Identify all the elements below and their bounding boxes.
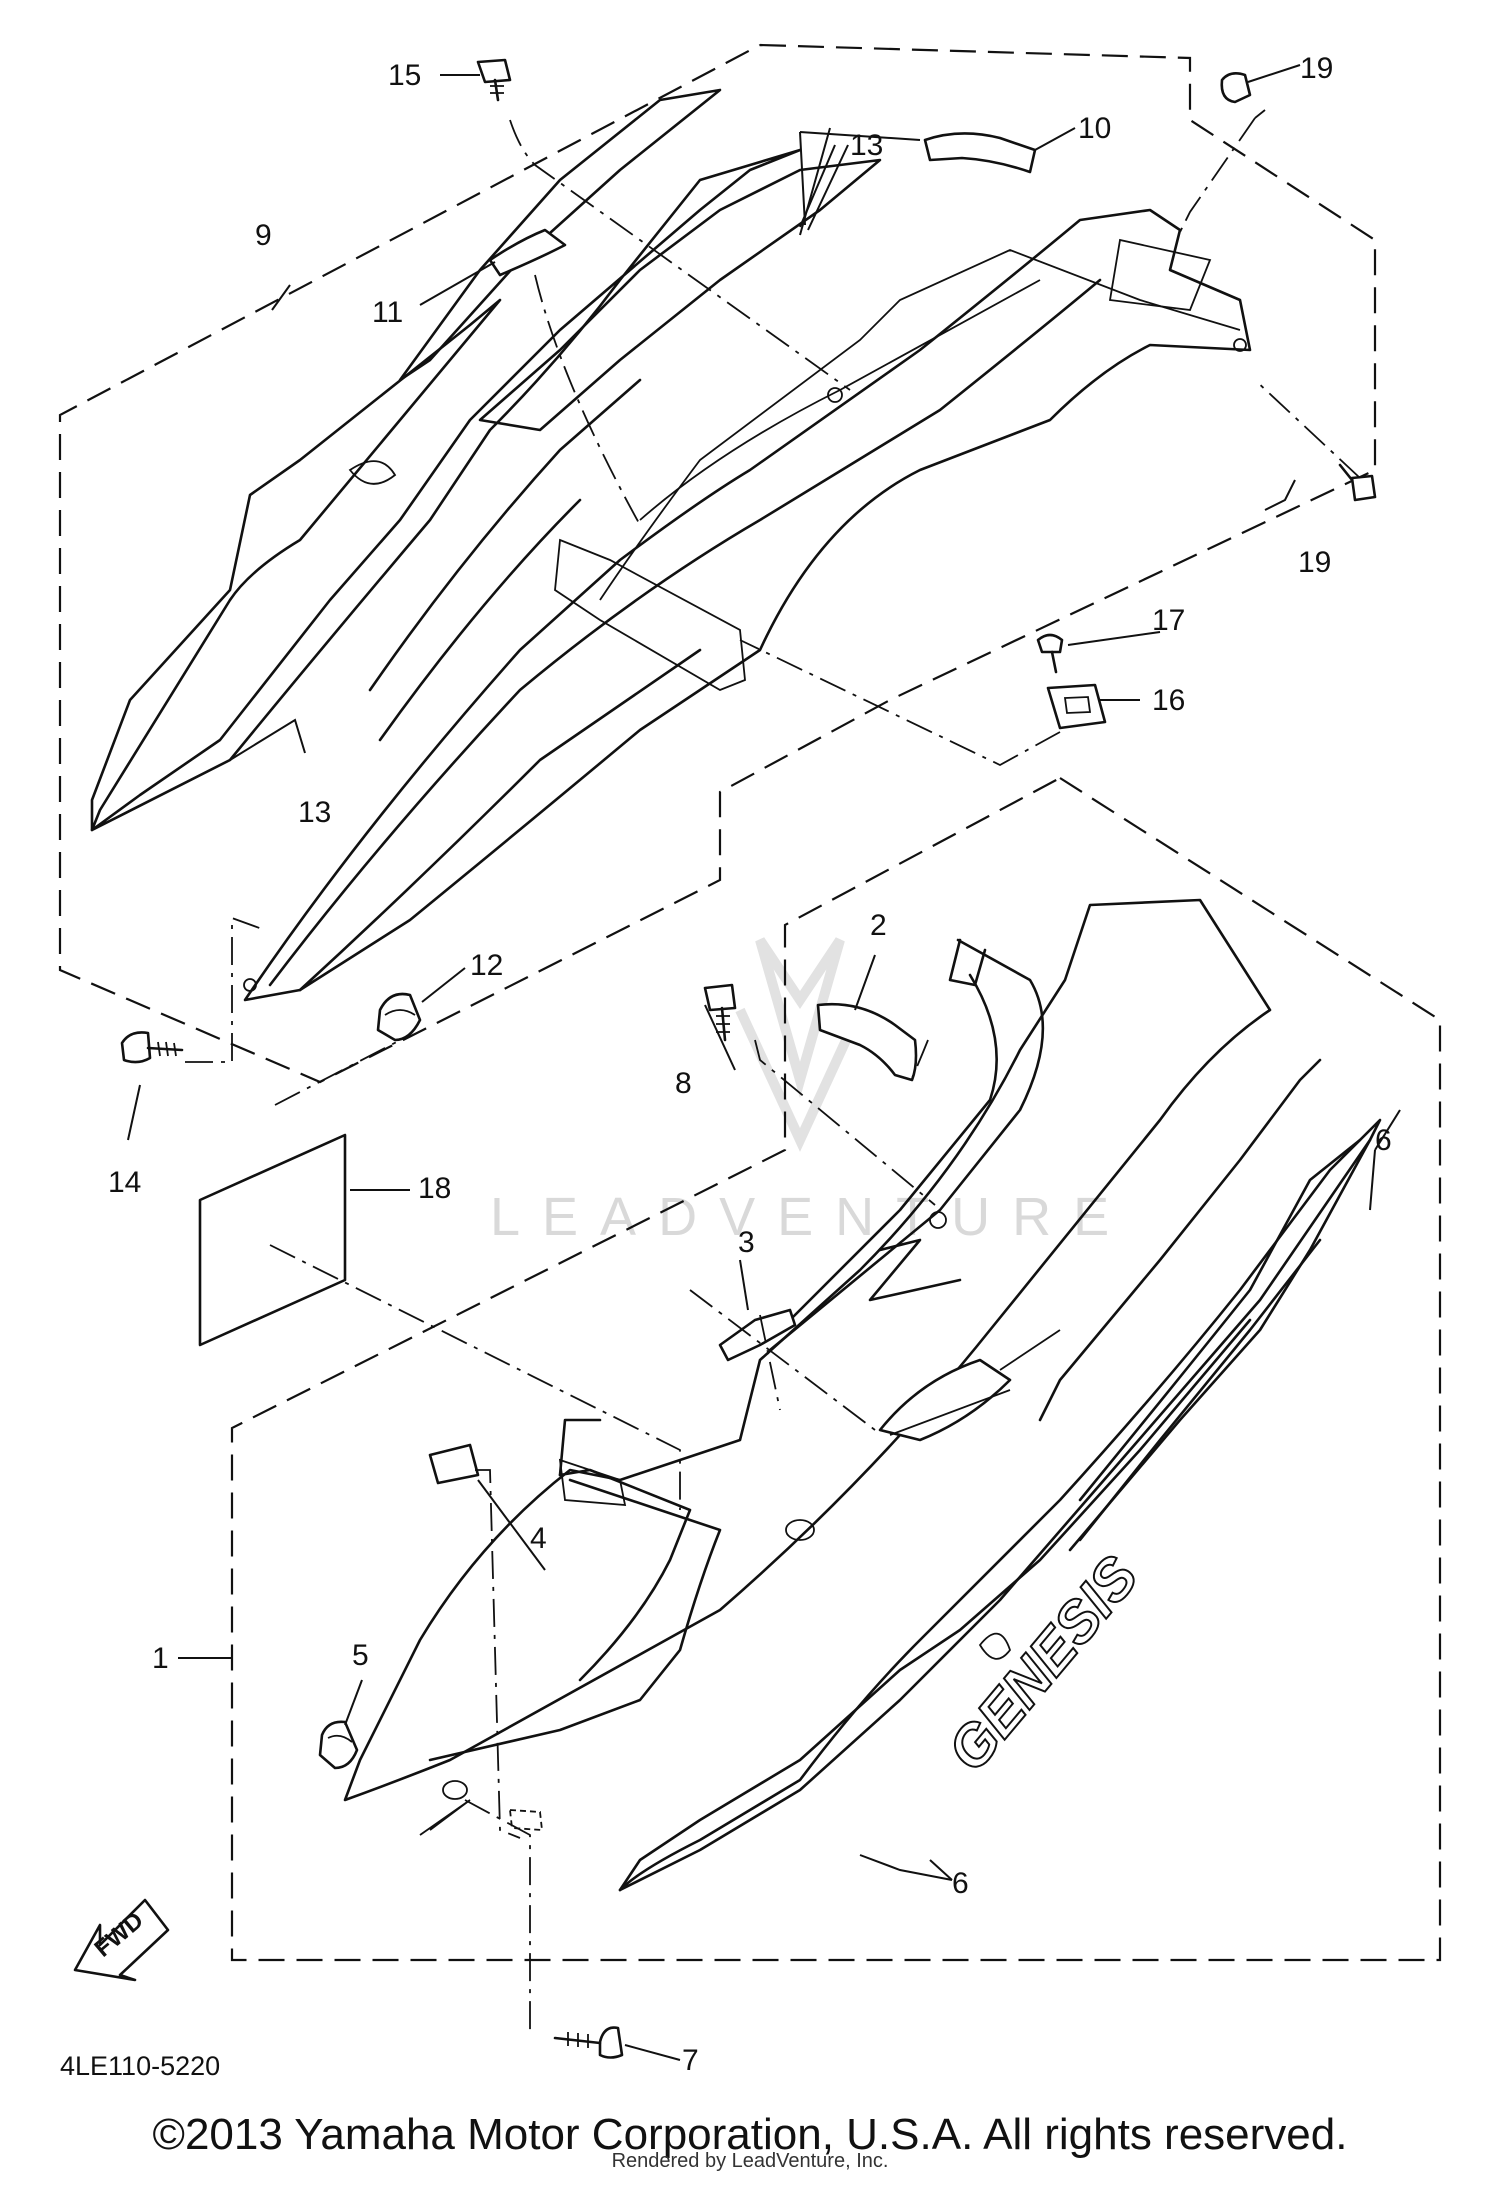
callout-11: 11 <box>372 296 403 329</box>
callout-13-bottom: 13 <box>298 796 331 829</box>
genesis-decal-text: GENESIS <box>935 1544 1151 1784</box>
rendered-by-notice: Rendered by LeadVenture, Inc. <box>611 2150 889 2172</box>
part-5-grommet <box>318 1720 359 1770</box>
callout-19-top: 19 <box>1300 52 1333 85</box>
part-19-screw-top <box>1220 72 1252 104</box>
part-11-pad <box>488 228 567 277</box>
leader-lines <box>127 64 1401 2061</box>
callout-18: 18 <box>418 1172 451 1205</box>
callout-14: 14 <box>108 1166 141 1199</box>
decal-13-upper <box>90 88 882 832</box>
watermark: LEADVENTURE <box>490 937 1131 1247</box>
callout-2: 2 <box>870 909 887 942</box>
callout-3: 3 <box>738 1226 755 1259</box>
drawing-code: 4LE110-5220 <box>60 2051 220 2081</box>
part-3-pad <box>718 1308 797 1362</box>
part-17-screw <box>1036 633 1064 674</box>
fwd-arrow: FWD <box>73 1898 170 1982</box>
callout-6-top: 6 <box>1375 1124 1392 1157</box>
callout-1: 1 <box>152 1642 169 1675</box>
callout-4: 4 <box>530 1522 547 1555</box>
group-boundary-lower <box>230 777 1442 1962</box>
side-cover-lower <box>343 898 1272 1836</box>
callout-6-bottom: 6 <box>952 1867 969 1900</box>
part-16-clip <box>1046 683 1107 730</box>
part-12-grommet <box>376 992 422 1042</box>
callout-17: 17 <box>1152 604 1185 637</box>
callout-13-top: 13 <box>850 129 883 162</box>
callout-10: 10 <box>1078 112 1111 145</box>
callout-5: 5 <box>352 1639 369 1672</box>
callout-15: 15 <box>388 59 421 92</box>
callout-9: 9 <box>255 219 272 252</box>
copyright-notice: ©2013 Yamaha Motor Corporation, U.S.A. A… <box>152 2110 1348 2159</box>
callout-labels: 15 19 10 13 9 11 19 17 16 13 12 2 8 6 14… <box>108 52 1392 2077</box>
part-8-bolt <box>703 983 737 1042</box>
callout-16: 16 <box>1152 684 1185 717</box>
callout-8: 8 <box>675 1067 692 1100</box>
callout-7: 7 <box>682 2044 699 2077</box>
part-19-screw-right <box>1338 463 1377 502</box>
part-14-bolt <box>120 1031 184 1064</box>
part-15-bolt <box>476 58 512 102</box>
part-2-pad <box>816 1002 918 1082</box>
group-boundary-upper <box>58 43 1377 1084</box>
reference-lines <box>185 109 1361 2030</box>
part-18-label <box>198 1133 347 1347</box>
part-7-bolt <box>553 2026 624 2059</box>
callout-19-right: 19 <box>1298 546 1331 579</box>
part-10-pad <box>923 132 1037 174</box>
decal-6-lower: GENESIS <box>618 1058 1382 1892</box>
callout-12: 12 <box>470 949 503 982</box>
watermark-text: LEADVENTURE <box>490 1187 1131 1247</box>
part-4-clip <box>428 1443 480 1485</box>
